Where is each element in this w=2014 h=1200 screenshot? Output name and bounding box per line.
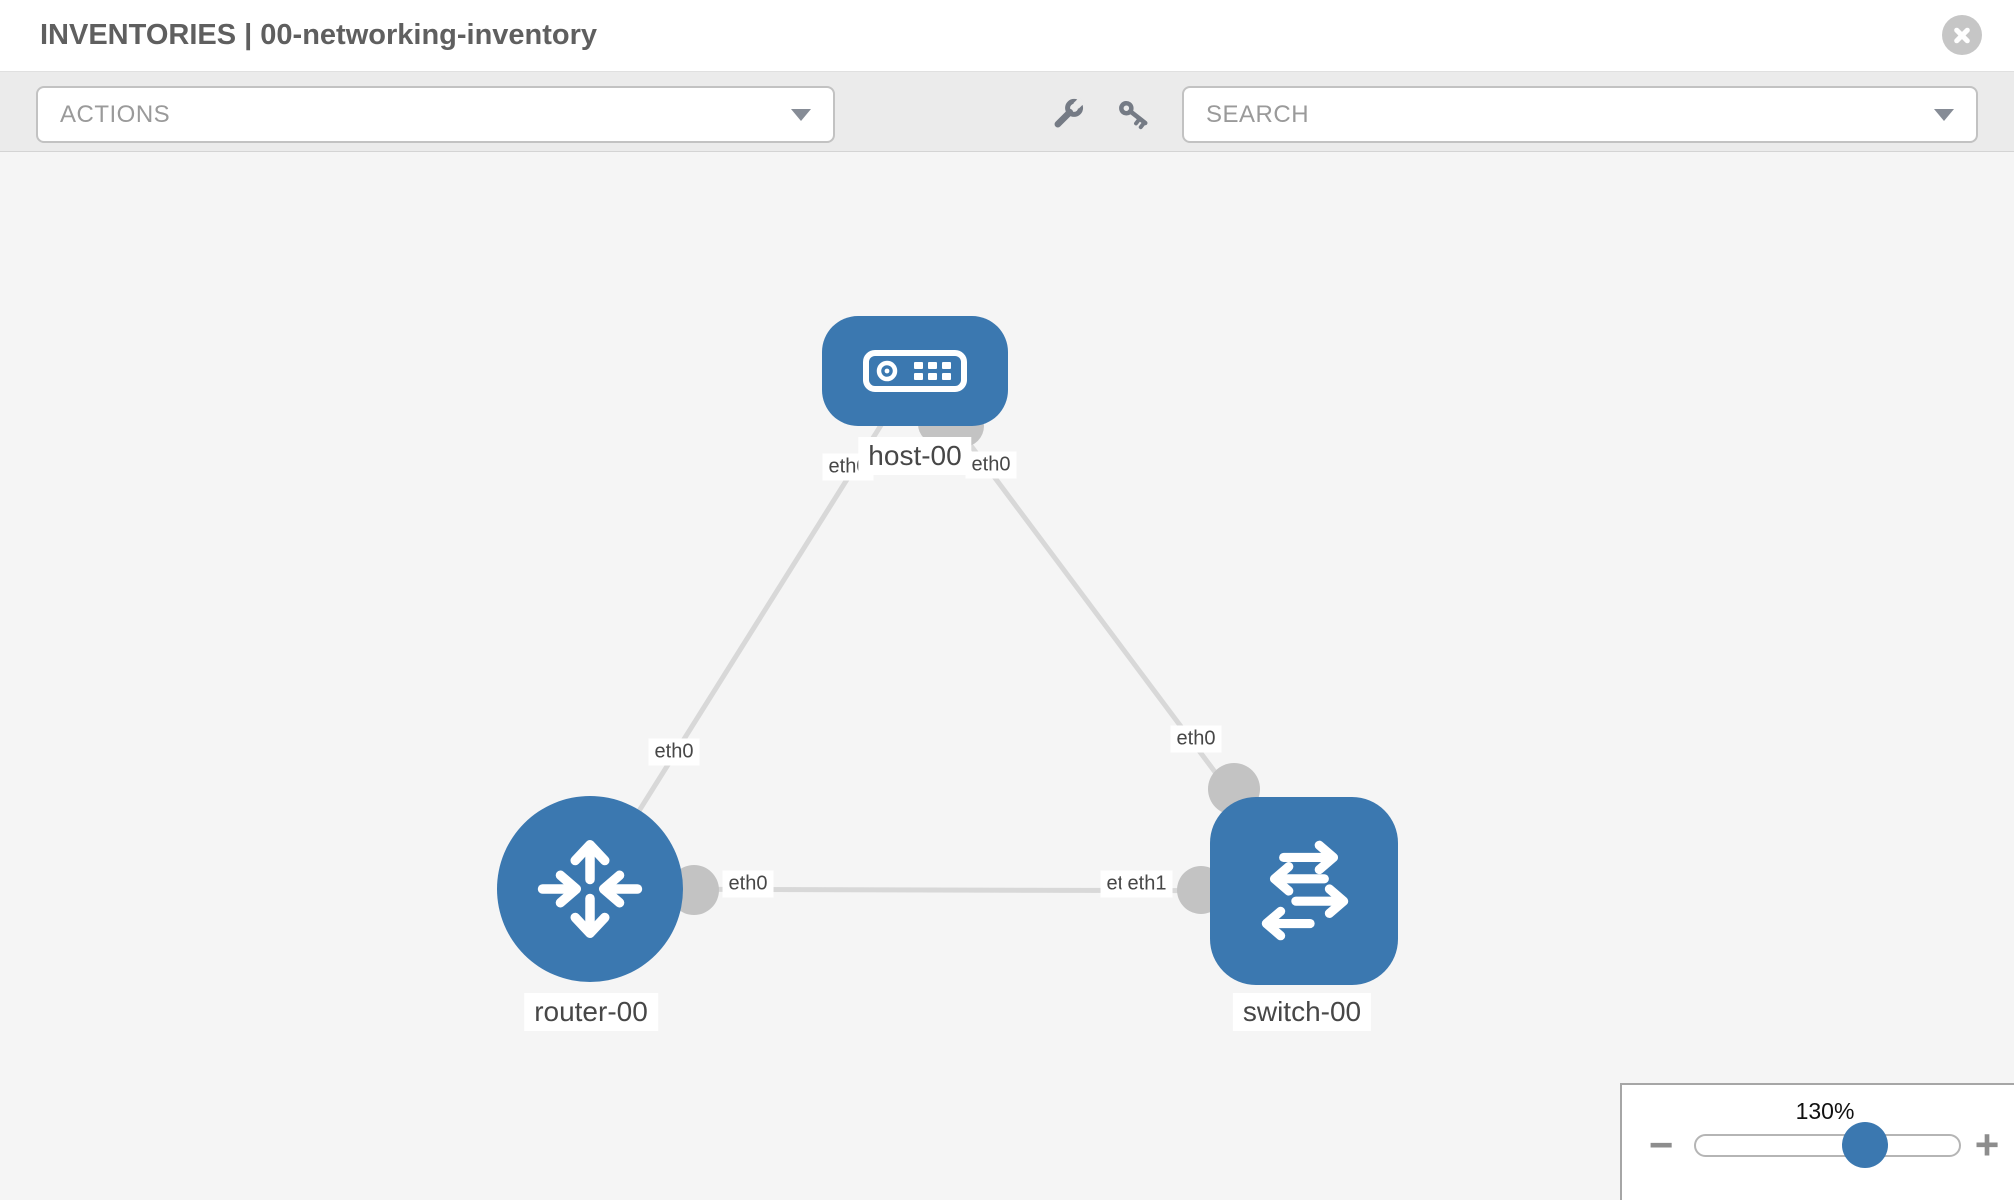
chevron-down-icon [1934, 108, 1954, 121]
node-label-host: host-00 [858, 437, 972, 475]
node-label-router: router-00 [524, 993, 658, 1031]
topology-links-layer [587, 369, 1307, 915]
zoom-panel: 130% − + [1620, 1083, 2014, 1200]
toolbar: ACTIONS SEARCH [0, 72, 2014, 152]
actions-dropdown[interactable]: ACTIONS [36, 86, 835, 143]
switch-icon [1261, 840, 1349, 941]
iface-label: eth1 [1121, 870, 1173, 898]
wrench-icon[interactable] [1047, 95, 1087, 135]
router-icon [537, 839, 643, 939]
zoom-in-button[interactable]: + [1974, 1121, 2000, 1168]
node-host-00[interactable] [822, 316, 1008, 426]
chevron-down-icon [791, 108, 811, 121]
node-switch-00[interactable] [1210, 797, 1398, 985]
close-button[interactable] [1942, 15, 1982, 55]
server-icon [863, 350, 967, 392]
zoom-level: 130% [1795, 1098, 1855, 1124]
zoom-out-button[interactable]: − [1648, 1121, 1674, 1168]
search-dropdown[interactable]: SEARCH [1182, 86, 1978, 143]
topology-canvas[interactable]: eth0 eth0 eth0 eth0 eth0 eth0 eth1 host-… [0, 152, 2014, 1200]
zoom-slider-track[interactable] [1694, 1134, 1961, 1157]
iface-label: eth0 [648, 738, 700, 766]
key-icon[interactable] [1115, 95, 1155, 135]
iface-label: eth0 [1170, 725, 1222, 753]
node-label-switch: switch-00 [1232, 993, 1372, 1031]
iface-label: eth0 [722, 870, 774, 898]
iface-label: eth0 [965, 451, 1017, 479]
node-router-00[interactable] [497, 796, 683, 982]
header: INVENTORIES | 00-networking-inventory [0, 0, 2014, 72]
zoom-slider-thumb[interactable] [1842, 1122, 1888, 1168]
search-dropdown-label: SEARCH [1206, 100, 1310, 128]
actions-dropdown-label: ACTIONS [60, 100, 171, 128]
page-title: INVENTORIES | 00-networking-inventory [40, 19, 598, 51]
